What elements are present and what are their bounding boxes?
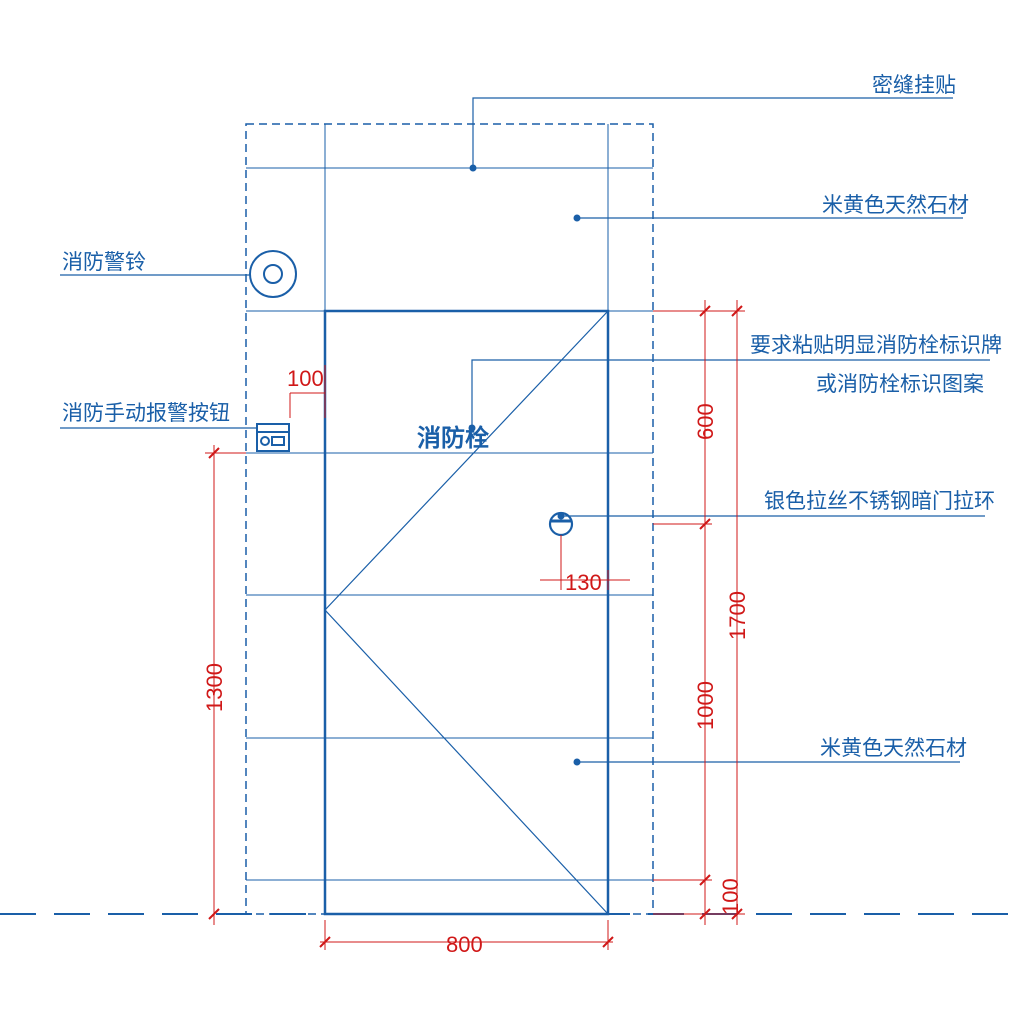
stone-joints — [246, 167, 653, 881]
dim-1300: 1300 — [202, 663, 227, 712]
fire-bell-icon — [249, 250, 297, 298]
manual-alarm-button-icon — [256, 423, 290, 452]
dim-1700: 1700 — [725, 591, 750, 640]
label-seam-mount: 密缝挂贴 — [872, 73, 956, 97]
leader-lines — [60, 97, 990, 763]
leader-dots — [468, 164, 581, 766]
dim-130: 130 — [565, 570, 602, 595]
dim-600: 600 — [693, 403, 718, 440]
hydrant-door — [323, 309, 610, 916]
label-stone-top: 米黄色天然石材 — [822, 193, 969, 217]
dimension-ticks — [208, 305, 743, 948]
door-swing-mark — [324, 310, 609, 915]
label-sign-line1: 要求粘贴明显消防栓标识牌 — [750, 333, 1002, 357]
label-manual-alarm: 消防手动报警按钮 — [62, 401, 230, 425]
dim-1000: 1000 — [693, 681, 718, 730]
label-sign-line2: 或消防栓标识图案 — [816, 372, 984, 396]
dim-100-left: 100 — [287, 366, 324, 391]
dim-100-bottom: 100 — [718, 878, 743, 915]
label-stone-bottom: 米黄色天然石材 — [820, 736, 967, 760]
label-fire-bell: 消防警铃 — [62, 250, 146, 274]
label-hydrant: 消防栓 — [417, 424, 489, 452]
dim-800: 800 — [446, 932, 483, 957]
dimension-lines — [205, 300, 745, 950]
label-door-ring: 银色拉丝不锈钢暗门拉环 — [764, 489, 995, 513]
wall-outline — [245, 123, 654, 915]
